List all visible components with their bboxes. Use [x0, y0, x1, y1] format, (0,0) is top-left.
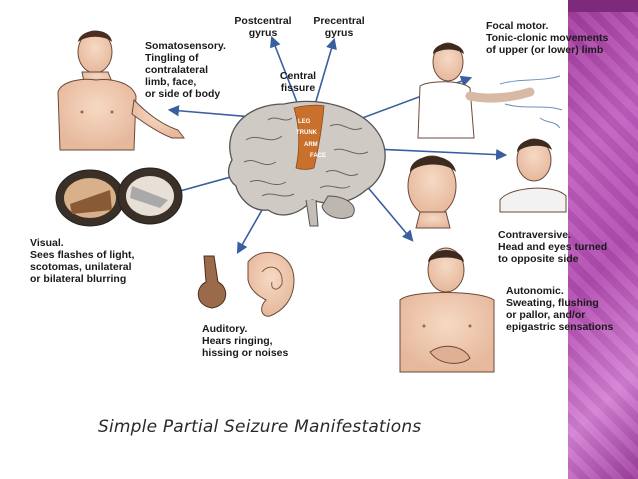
label-postcentral-gyrus: Postcentral gyrus — [234, 15, 292, 39]
figure-head-turned — [407, 155, 457, 229]
strip-arm-label: ARM — [304, 142, 318, 148]
decorative-sidebar — [568, 0, 638, 479]
label-contraversive: Contraversive. Head and eyes turned to o… — [498, 229, 608, 265]
label-focal-motor: Focal motor. Tonic-clonic movements of u… — [486, 20, 609, 56]
figure-autonomic-man — [399, 247, 495, 373]
strip-trunk-label: TRUNK — [296, 130, 318, 136]
strip-leg-label: LEG — [298, 119, 311, 125]
arrow-precentral — [313, 37, 337, 109]
sidebar-pattern — [568, 0, 638, 479]
label-autonomic: Autonomic. Sweating, flushing or pallor,… — [506, 285, 614, 333]
figure-visual-binoculars — [55, 167, 183, 227]
brain-illustration: LEG TRUNK ARM FACE — [227, 100, 386, 227]
figure-auditory-bell-ear — [197, 251, 295, 317]
arrow-postcentral — [270, 35, 301, 111]
arrow-auditory — [236, 209, 263, 254]
caption: Simple Partial Seizure Manifestations — [98, 417, 422, 437]
figure-contraversive-man — [499, 138, 567, 213]
figure-focal-motor-man — [417, 42, 563, 139]
label-precentral-gyrus: Precentral gyrus — [313, 15, 365, 39]
label-visual: Visual. Sees flashes of light, scotomas,… — [30, 237, 135, 285]
seizure-diagram: LEG TRUNK ARM FACE — [55, 30, 567, 373]
motor-strip — [293, 104, 325, 170]
figure-somatosensory-man — [57, 30, 185, 151]
strip-face-label: FACE — [310, 153, 326, 159]
label-central-fissure: Central fissure — [279, 70, 317, 94]
decorative-top-bar — [568, 0, 638, 12]
label-auditory: Auditory. Hears ringing, hissing or nois… — [202, 323, 289, 359]
label-somatosensory: Somatosensory. Tingling of contralateral… — [145, 40, 226, 100]
